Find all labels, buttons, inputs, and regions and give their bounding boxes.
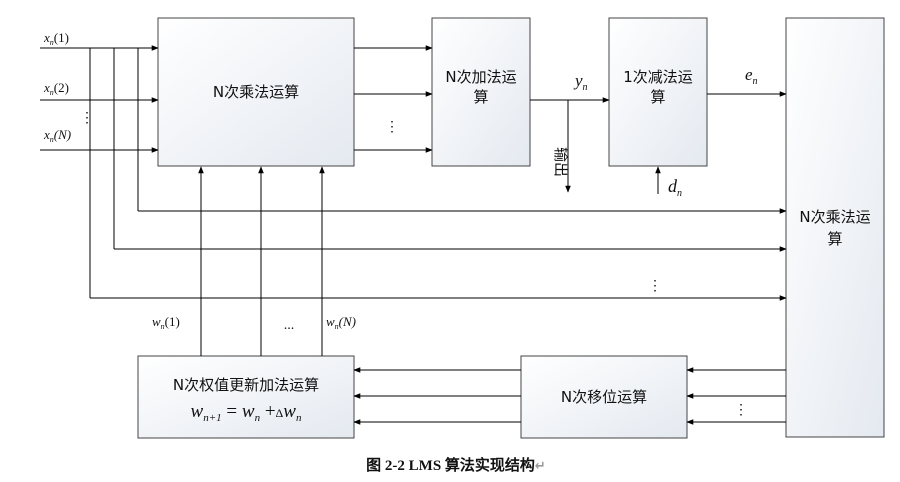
mult-block-2-label-line1: N次乘法运 (799, 208, 870, 226)
mult1-output-vertical-dots: ⋮ (385, 120, 399, 135)
output-label: 输出 (552, 147, 570, 177)
sub-block-label-line2: 算 (650, 88, 665, 106)
mult-block-1-label: N次乘法运算 (213, 83, 299, 101)
y-n-label: yn (573, 71, 588, 93)
add-block-label-line2: 算 (473, 88, 488, 106)
weight-horizontal-dots: ... (284, 318, 295, 333)
e-n-label: en (745, 65, 758, 87)
input-x1-label: xn(1) (43, 30, 69, 47)
weight-update-label: N次权值更新加法运算 (173, 376, 319, 394)
w1-label: wn(1) (152, 314, 180, 331)
add-block (431, 17, 531, 167)
mult2-input-vertical-dots: ⋮ (648, 279, 662, 294)
return-mark: ↵ (535, 459, 546, 474)
figure-caption: 图 2-2 LMS 算法实现结构↵ (366, 456, 546, 474)
mult-block-2 (785, 17, 885, 438)
d-n-label: dn (668, 176, 682, 199)
shift-block (520, 355, 688, 439)
mult2-output-vertical-dots: ⋮ (734, 403, 748, 418)
sub-block (608, 17, 708, 167)
sub-block-label-line1: 1次减法运 (623, 68, 693, 86)
input-x2-label: xn(2) (43, 80, 69, 97)
mult-block-1 (157, 17, 355, 167)
input-xN-label: xn(N) (43, 127, 71, 144)
input-vertical-dots: ⋮ (80, 111, 94, 126)
weight-update-block (137, 355, 355, 439)
weight-update-formula: wn+1 = wn +Δwn (191, 401, 302, 424)
mult-block-2-label-line2: 算 (827, 230, 842, 248)
shift-block-label: N次移位运算 (561, 388, 647, 406)
wN-label: wn(N) (326, 314, 356, 331)
add-block-label-line1: N次加法运 (445, 68, 516, 86)
